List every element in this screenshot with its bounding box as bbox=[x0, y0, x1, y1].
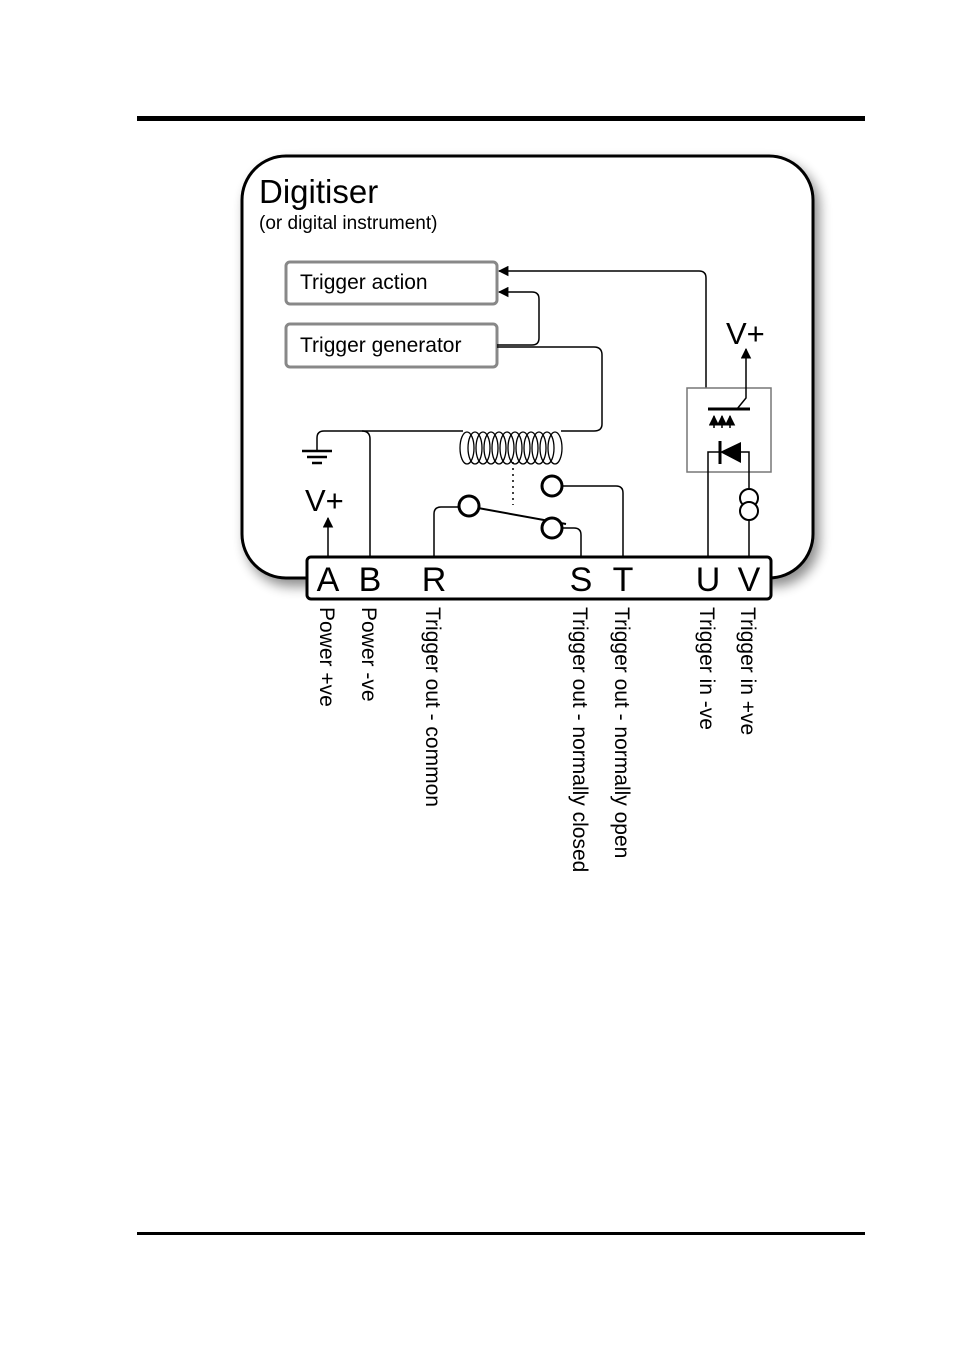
terminal-description-r: Trigger out - common bbox=[421, 607, 444, 807]
left-supply-label: V+ bbox=[305, 483, 344, 518]
terminal-description-s: Trigger out - normally closed bbox=[568, 607, 591, 872]
terminal-strip bbox=[305, 555, 773, 601]
coil-loop bbox=[515, 431, 531, 465]
trigger-action-label: Trigger action bbox=[300, 271, 428, 294]
top-rule bbox=[137, 116, 865, 121]
coil-loop bbox=[483, 431, 499, 465]
normally-open-contact bbox=[540, 474, 564, 498]
trigger-in-positive-wire bbox=[741, 451, 750, 488]
coil-loop bbox=[531, 431, 547, 465]
coil-loop bbox=[507, 431, 523, 465]
device-subtitle: (or digital instrument) bbox=[259, 213, 437, 234]
ground-icon bbox=[302, 449, 332, 465]
trigger-in-to-action-wire bbox=[497, 265, 707, 406]
terminal-b: B bbox=[359, 561, 382, 599]
coil-loop bbox=[499, 431, 515, 465]
terminal-description-v: Trigger in +ve bbox=[736, 607, 759, 735]
terminal-v: V bbox=[738, 561, 761, 599]
terminal-description-t: Trigger out - normally open bbox=[610, 607, 633, 858]
terminal-descriptions: Power +ve Power -ve Trigger out - common Tr… bbox=[315, 607, 759, 872]
opto-isolator-box bbox=[686, 387, 772, 473]
terminal-u: U bbox=[696, 561, 721, 599]
bottom-rule bbox=[137, 1232, 865, 1235]
normally-closed-wire bbox=[562, 527, 582, 560]
terminal-t: T bbox=[613, 561, 634, 599]
trigger-generator-label: Trigger generator bbox=[300, 334, 461, 357]
coil-loop bbox=[523, 431, 539, 465]
phototransistor-collector bbox=[736, 347, 752, 410]
common-contact-wire bbox=[433, 506, 459, 560]
terminal-a: A bbox=[317, 561, 340, 599]
coil-loop bbox=[467, 431, 483, 465]
ground-bus-wire bbox=[316, 430, 463, 450]
right-supply-label: V+ bbox=[726, 316, 765, 351]
coil-loop bbox=[539, 431, 555, 465]
terminal-description-b: Power -ve bbox=[357, 607, 380, 702]
normally-open-wire bbox=[562, 485, 624, 560]
relay-coil-icon bbox=[459, 431, 563, 465]
coil-loop bbox=[459, 431, 475, 465]
generator-to-action-wire bbox=[497, 286, 540, 346]
coil-loop bbox=[491, 431, 507, 465]
trigger-in-negative-wire bbox=[707, 451, 720, 560]
current-source-icon bbox=[739, 488, 759, 521]
generator-to-coil-wire bbox=[497, 346, 603, 432]
terminal-description-a: Power +ve bbox=[315, 607, 338, 707]
light-arrows-icon bbox=[708, 414, 736, 428]
common-contact bbox=[457, 494, 481, 518]
power-negative-wire bbox=[361, 430, 371, 560]
trigger-action-block bbox=[284, 260, 499, 306]
terminal-s: S bbox=[570, 561, 593, 599]
coil-loop bbox=[547, 431, 563, 465]
device-title: Digitiser bbox=[259, 173, 378, 210]
normally-closed-contact bbox=[540, 516, 564, 540]
terminal-r: R bbox=[422, 561, 447, 599]
coil-loop bbox=[475, 431, 491, 465]
terminal-description-u: Trigger in -ve bbox=[695, 607, 718, 730]
